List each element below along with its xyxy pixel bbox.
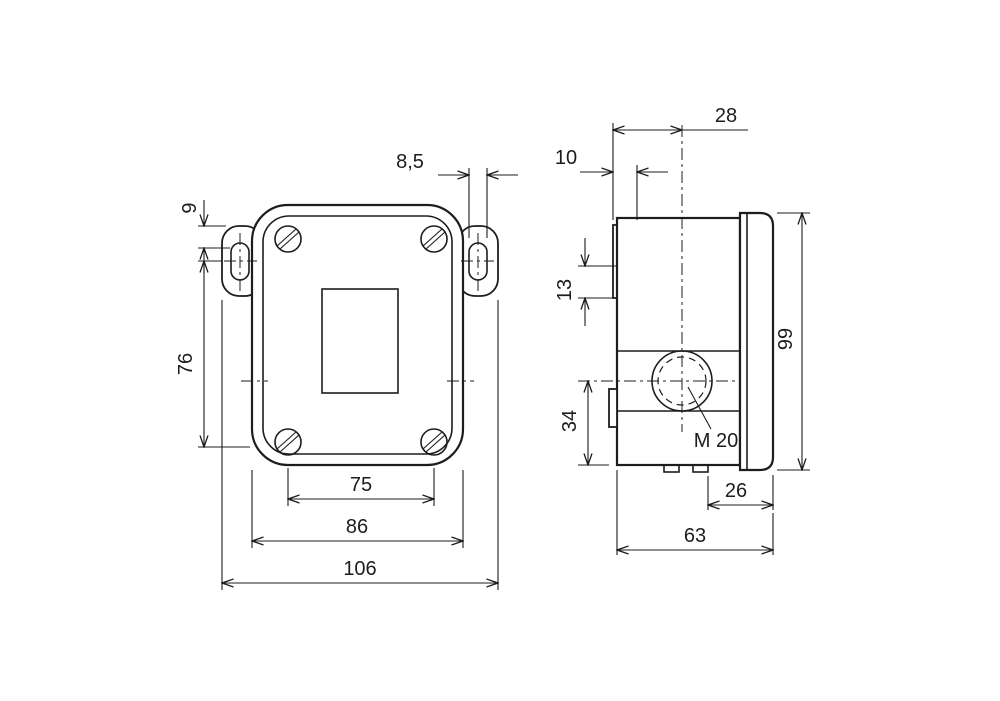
dim-label-cover-depth: 26 — [725, 480, 747, 502]
dim-overall-height: 99 — [775, 213, 810, 470]
dim-label-gland-height: 34 — [559, 410, 581, 432]
bottom-tab-left — [663, 464, 680, 473]
leader-line — [687, 386, 712, 430]
cover-outline — [738, 211, 775, 472]
side-view: 28 10 13 34 99 — [554, 105, 810, 555]
dim-mount-height: 76 — [175, 261, 250, 447]
dim-label-ear-height: 13 — [554, 279, 576, 301]
front-view: 8,5 9 76 75 86 — [175, 151, 518, 590]
dim-label-body-width: 86 — [346, 516, 368, 538]
front-body-outline — [250, 203, 465, 467]
front-lid-contour — [262, 215, 453, 455]
front-centerlines — [224, 233, 494, 382]
dim-cover-depth: 26 — [708, 475, 773, 510]
dim-label-gland-depth: 28 — [715, 105, 737, 127]
dim-body-width: 86 — [252, 470, 463, 548]
screw-top-right — [420, 225, 448, 253]
dim-overall-depth: 63 — [617, 470, 773, 555]
dim-ear-thickness: 10 — [555, 147, 668, 220]
dim-label-mount-height: 76 — [175, 353, 197, 375]
dim-gland-depth: 28 — [613, 105, 748, 220]
dim-label-ear-thickness: 10 — [555, 147, 577, 169]
dim-overall-width: 106 — [222, 300, 498, 590]
screw-bottom-left — [274, 428, 302, 456]
dim-label-overall-depth: 63 — [684, 525, 706, 547]
dim-label-slot-offset: 9 — [179, 202, 201, 213]
dim-ear-height: 13 — [554, 238, 613, 326]
bottom-tab-right — [692, 464, 709, 473]
callout-gland-thread: M 20 — [687, 386, 738, 452]
dim-slot-width: 8,5 — [396, 151, 518, 238]
dim-label-slot-width: 8,5 — [396, 151, 424, 173]
dim-label-overall-height: 99 — [775, 328, 797, 350]
dim-hole-spacing: 75 — [288, 468, 434, 506]
dim-gland-height: 34 — [559, 381, 609, 465]
opening-rect — [321, 288, 399, 394]
side-body-outline — [615, 216, 742, 467]
side-centerlines — [578, 125, 738, 432]
dim-label-overall-width: 106 — [343, 558, 376, 580]
screw-top-left — [274, 225, 302, 253]
screw-bottom-right — [420, 428, 448, 456]
side-left-lug — [608, 388, 618, 428]
dim-label-gland-thread: M 20 — [694, 430, 738, 452]
dim-label-hole-spacing: 75 — [350, 474, 372, 496]
